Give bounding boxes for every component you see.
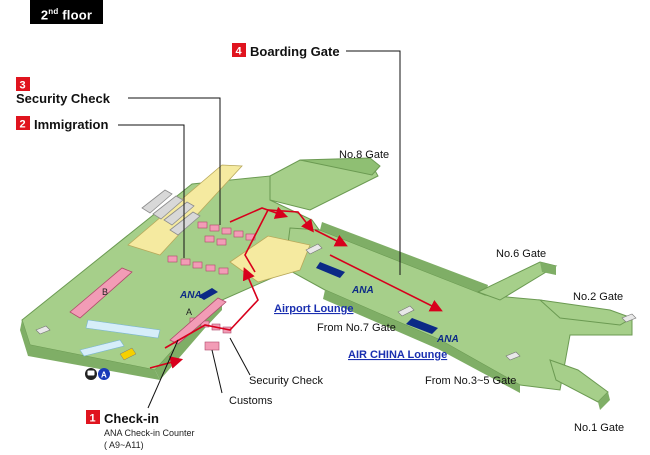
air-china-lounge-box <box>406 318 438 334</box>
callout-security: 3 Security Check <box>16 77 111 106</box>
floor-number: 2 <box>40 7 49 23</box>
checkin-number: 1 <box>90 413 96 425</box>
ana-logo-counter: ANA <box>179 290 202 301</box>
glass-strip <box>85 319 161 339</box>
gate-no8-label: No.8 Gate <box>339 149 389 161</box>
leader-lines <box>118 50 401 409</box>
from-no3-5-label: From No.3~5 Gate <box>425 375 516 387</box>
security-booths <box>197 221 256 246</box>
immigration-booths <box>167 255 229 275</box>
gate-no6-label: No.6 Gate <box>496 248 546 260</box>
security-label: Security Check <box>16 91 111 106</box>
checkin-sub1: ANA Check-in Counter <box>104 428 195 438</box>
checkin-counter-b <box>69 267 133 319</box>
gate-no1-label: No.1 Gate <box>574 422 624 434</box>
airport-lounge-link[interactable]: Airport Lounge <box>274 303 353 315</box>
bus-a-label: A <box>101 371 107 380</box>
from-no7-label: From No.7 Gate <box>317 322 396 334</box>
main-terminal-edge <box>20 320 160 380</box>
gate-no2-label: No.2 Gate <box>573 291 623 303</box>
checkin-label: Check-in <box>104 411 159 426</box>
floor-badge: 2nd floor <box>30 0 103 24</box>
callout-boarding-gate: 4 Boarding Gate <box>232 43 340 59</box>
immigration-number: 2 <box>20 119 26 131</box>
ana-logo-airport: ANA <box>351 285 374 296</box>
counter-b-label: B <box>102 287 108 297</box>
pier-no1 <box>549 359 609 403</box>
security-check-label: Security Check <box>249 375 323 387</box>
floor-word: floor <box>58 7 93 23</box>
escalators <box>35 243 637 361</box>
floor-suffix: nd <box>48 7 59 16</box>
counter-a-label: A <box>186 307 192 317</box>
gray-blocks <box>141 189 201 236</box>
air-china-lounge-link[interactable]: AIR CHINA Lounge <box>348 349 447 361</box>
customs-label: Customs <box>229 395 273 407</box>
security-number: 3 <box>20 80 26 92</box>
pier-no8-arm <box>299 157 381 176</box>
immigration-label: Immigration <box>34 117 108 132</box>
callout-immigration: 2 Immigration <box>16 116 108 132</box>
bus-stop-icon: A <box>85 368 110 380</box>
airport-lounge-box <box>316 262 345 278</box>
route-arrows <box>149 206 443 369</box>
callout-checkin: 1 Check-in ANA Check-in Counter ( A9~A11… <box>86 410 195 450</box>
checkin-sub2: ( A9~A11) <box>104 440 144 450</box>
ana-logo-aircina: ANA <box>436 334 459 345</box>
boarding-gate-label: Boarding Gate <box>250 44 340 59</box>
boarding-gate-number: 4 <box>236 46 243 58</box>
ana-checkin-desk <box>198 288 218 300</box>
